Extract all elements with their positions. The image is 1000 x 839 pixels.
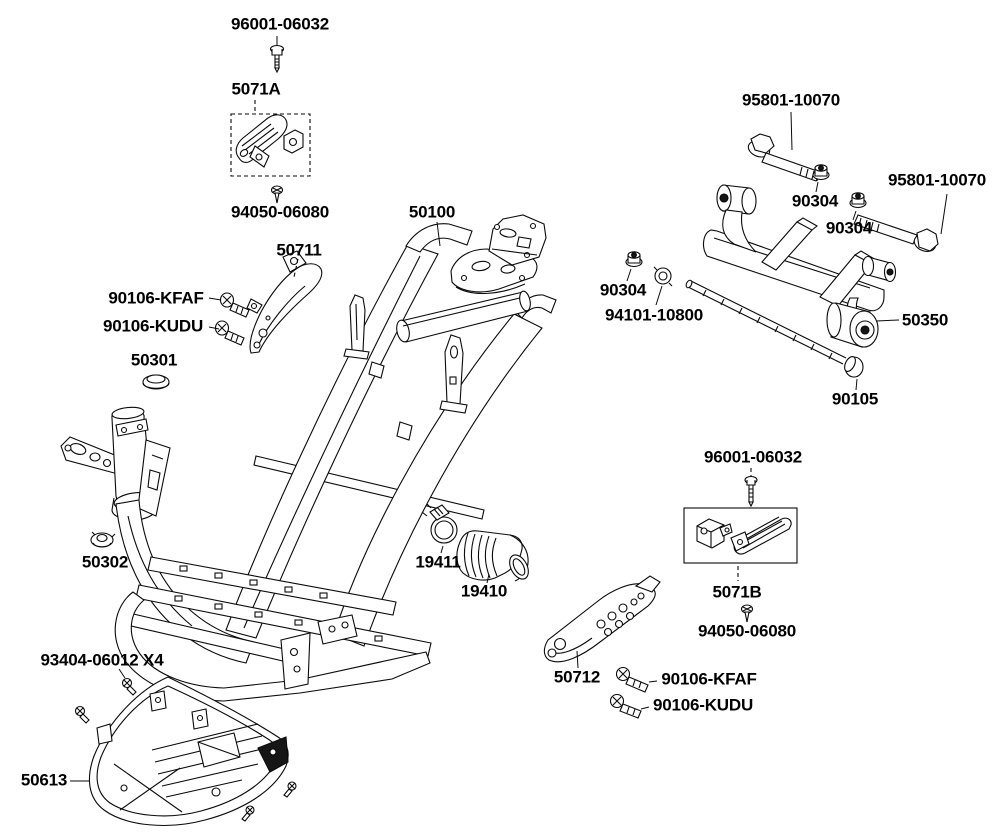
bolt-96001-06032-top-art [269, 44, 285, 74]
bolt-96001-06032-right-art [744, 475, 758, 508]
screw-94050-06080-top-art [270, 185, 284, 204]
part-label-19410: 19410 [460, 581, 508, 601]
screws-93404-06012-art [74, 677, 297, 822]
washer-94101-10800-art [653, 266, 673, 287]
part-label-90304-b: 90304 [825, 218, 873, 238]
part-label-90106-KFAF-a: 90106-KFAF [108, 288, 204, 308]
part-label-94050-06080-a: 94050-06080 [230, 202, 330, 222]
plug-50301-art [142, 374, 170, 390]
clamp-19411-art [421, 503, 458, 544]
part-label-50302: 50302 [81, 552, 129, 572]
part-label-96001-06032-a: 96001-06032 [230, 14, 330, 34]
part-label-93404-06012: 93404-06012 X4 [40, 650, 164, 670]
part-label-90106-KUDU-b: 90106-KUDU [652, 695, 754, 715]
part-label-94050-06080-b: 94050-06080 [697, 621, 797, 641]
part-label-90304-c: 90304 [599, 280, 647, 300]
part-label-50711: 50711 [276, 240, 322, 260]
part-label-96001-06032-b: 96001-06032 [703, 447, 803, 467]
bolts-90106-right-art [609, 666, 649, 719]
grommet-50302-art [90, 531, 116, 548]
bracket-50712-art [543, 575, 661, 663]
frame-art [60, 214, 557, 702]
part-label-95801-10070-b: 95801-10070 [887, 170, 987, 190]
part-label-50350: 50350 [901, 310, 949, 330]
part-label-50301: 50301 [130, 350, 178, 370]
part-label-90106-KUDU-a: 90106-KUDU [102, 316, 204, 336]
part-label-50712: 50712 [553, 667, 601, 687]
part-label-5071B: 5071B [712, 582, 762, 602]
screws-90106-left-art [214, 292, 250, 346]
leader-lines [70, 36, 948, 782]
bolts-95801-10070-art [747, 133, 939, 252]
part-label-95801-10070-a: 95801-10070 [741, 90, 841, 110]
part-label-90106-KFAF-b: 90106-KFAF [661, 669, 757, 689]
part-label-50613: 50613 [20, 770, 68, 790]
duct-19410-art [456, 530, 529, 582]
engine-hanger-50350-art [702, 184, 897, 348]
kit-5071A-art [230, 113, 311, 177]
cover-50613-art [88, 676, 289, 827]
part-label-90304-a: 90304 [791, 191, 839, 211]
bracket-50711-art [246, 250, 323, 354]
part-label-94101-10800: 94101-10800 [604, 305, 704, 325]
kit-5071B-art [683, 507, 798, 564]
part-label-5071A: 5071A [231, 79, 281, 99]
part-label-50100: 50100 [408, 202, 456, 222]
part-label-19411: 19411 [415, 552, 461, 572]
bolt-90105-art [685, 279, 864, 378]
screw-94050-06080-right-art [740, 604, 754, 623]
part-label-90105: 90105 [831, 389, 879, 409]
